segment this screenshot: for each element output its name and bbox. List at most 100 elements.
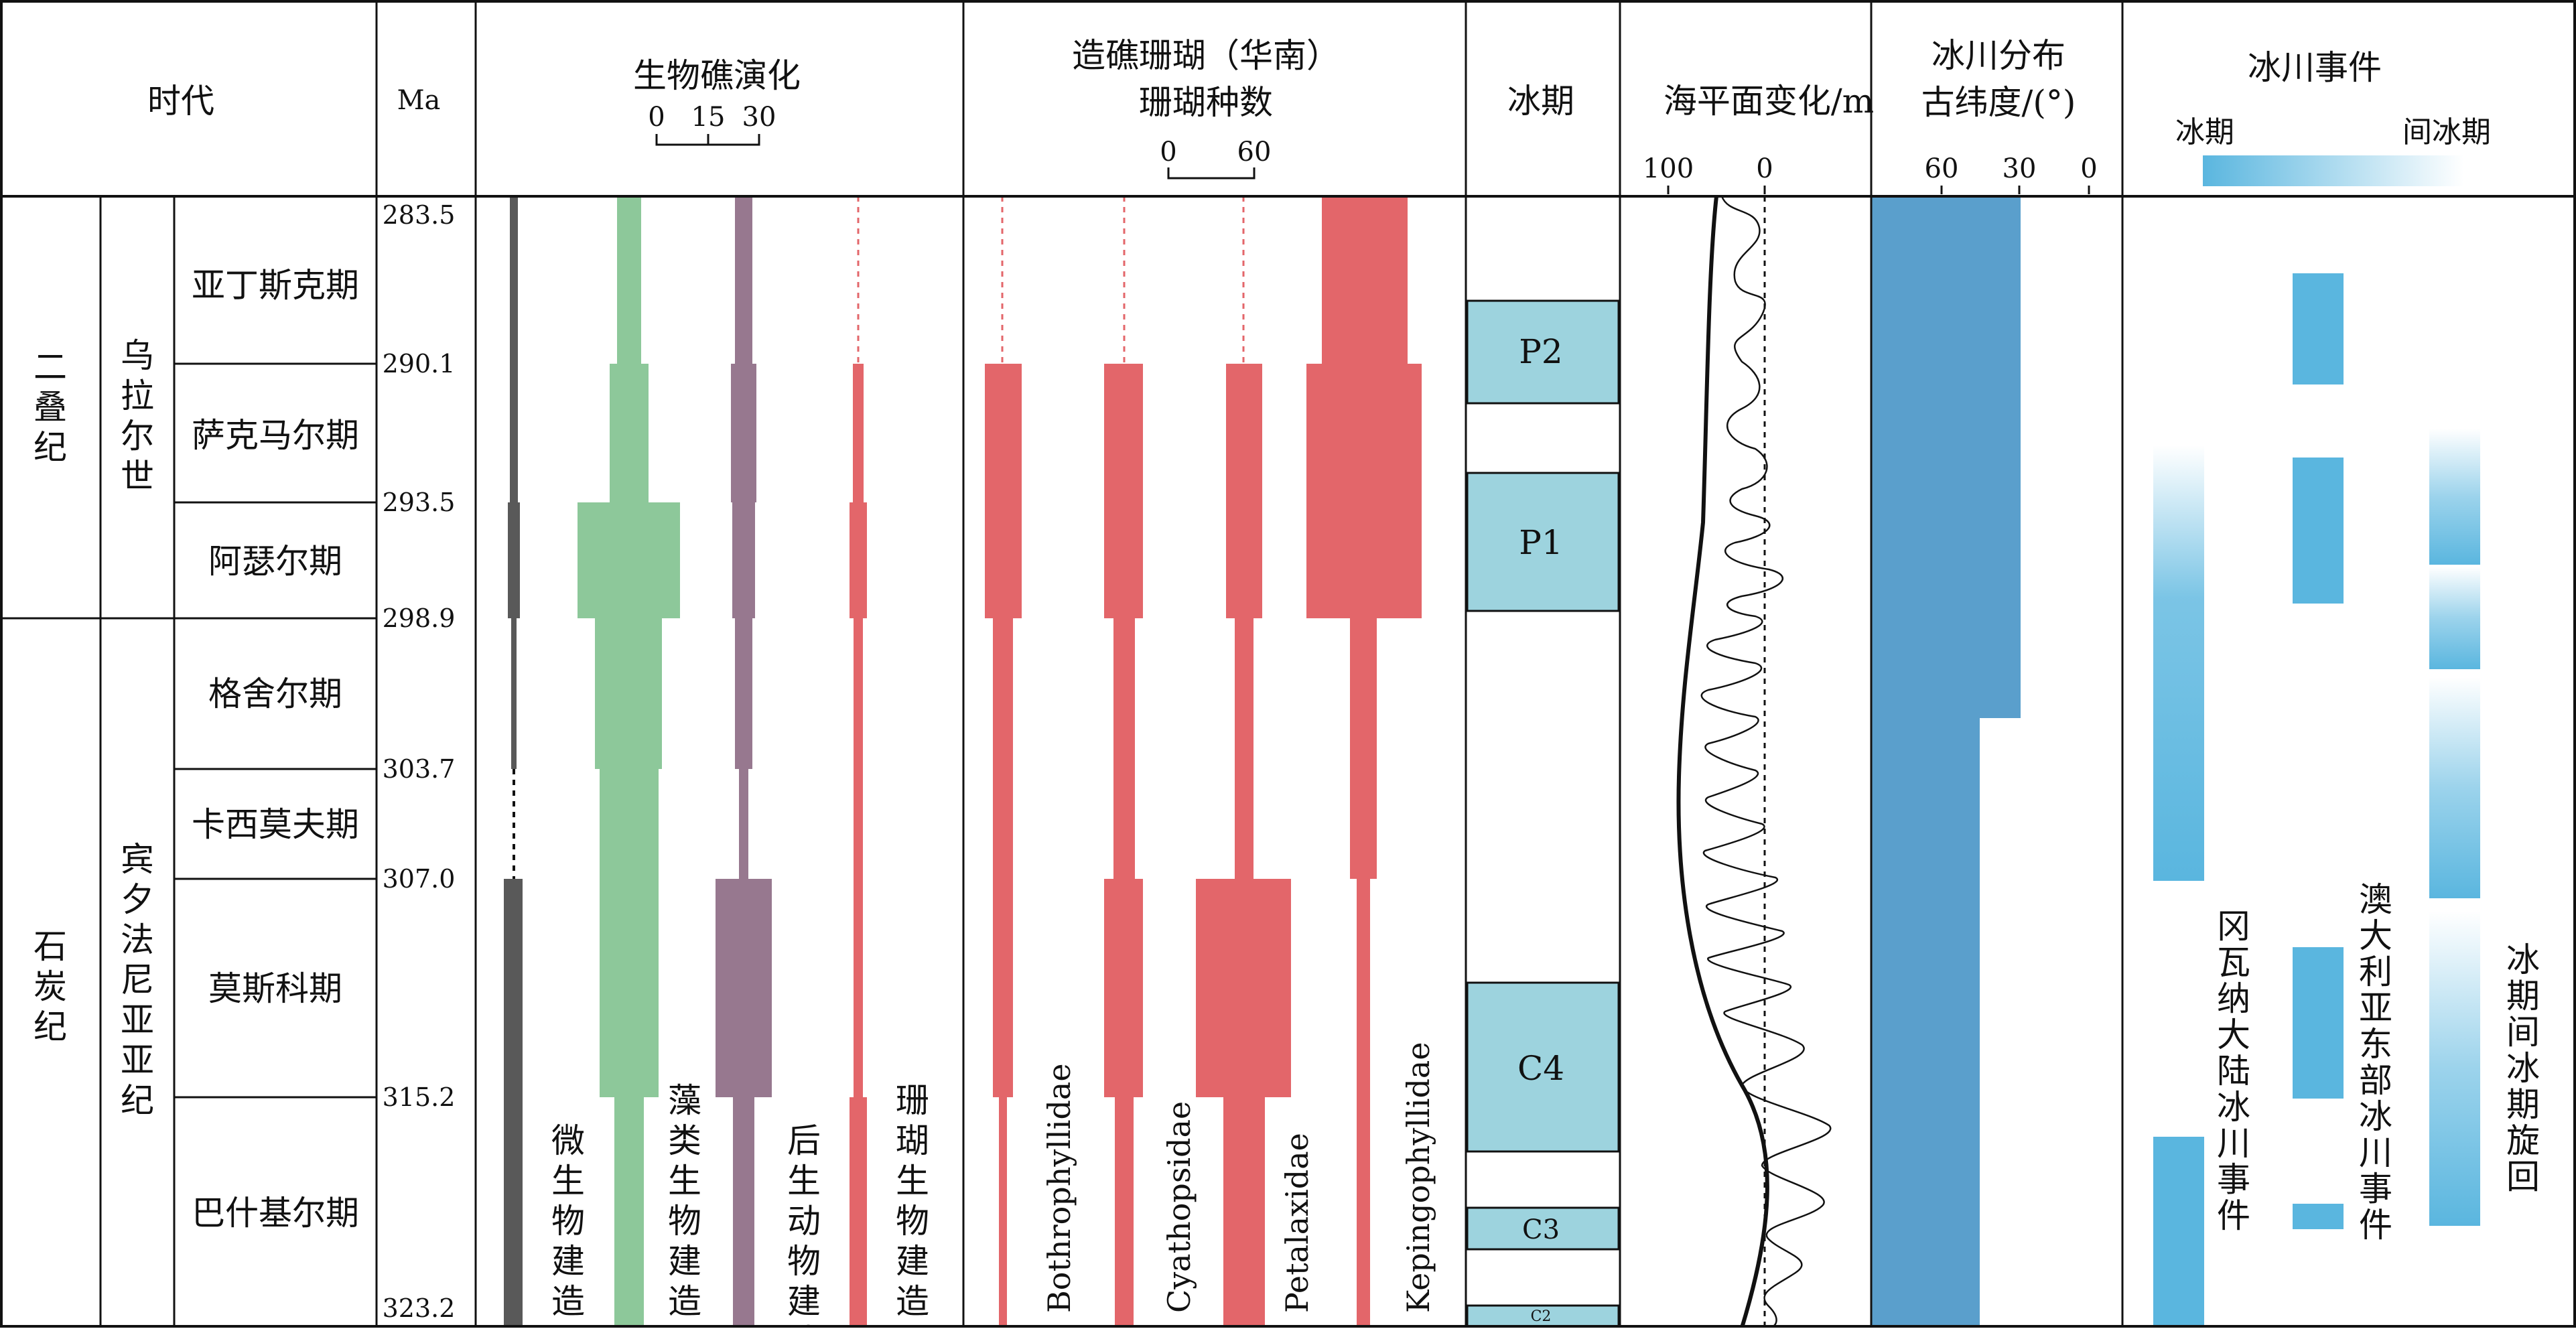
lat-axis-ticks — [1940, 186, 2090, 194]
ma-293-5: 293.5 — [383, 488, 456, 517]
header-glacier-dist: 冰川分布 — [1931, 36, 2065, 75]
coral-tick-60: 60 — [1237, 137, 1272, 167]
metazoan-bar-moscovian — [716, 879, 772, 1097]
label-kepingophyllidae: Kepingophyllidae — [1400, 1042, 1436, 1313]
metazoan-bar-artinskian — [735, 196, 752, 364]
label-glacial-cycle: 冰期间冰期旋回 — [2506, 940, 2540, 1196]
ma-290-1: 290.1 — [383, 349, 456, 378]
ma-298-9: 298.9 — [383, 604, 456, 633]
cyathopsidae-bar-moscovian — [1104, 879, 1143, 1097]
ma-315-2: 315.2 — [383, 1082, 456, 1112]
reef-tick-30: 30 — [742, 102, 776, 133]
sea-level-long-term-curve — [1676, 196, 1769, 1328]
lat-tick-30: 30 — [2003, 153, 2037, 184]
metazoan-bar-sakmarian — [731, 364, 756, 502]
cycle-bar-1 — [2429, 429, 2480, 565]
microbial-bar-thin — [511, 618, 517, 769]
header-era: 时代 — [147, 82, 214, 121]
bothrophyllidae-bar-lower — [999, 1097, 1007, 1328]
sea-tick-100: 100 — [1643, 153, 1694, 184]
petalaxidae-bar-upper — [1226, 364, 1262, 618]
label-gondwana-event: 冈瓦纳大陆冰川事件 — [2217, 907, 2250, 1235]
sea-level-short-term-curve — [1700, 196, 1832, 1329]
glacial-label-c4: C4 — [1517, 1049, 1564, 1088]
lat-tick-0: 0 — [2080, 153, 2097, 184]
stage-asselian: 阿瑟尔期 — [208, 542, 342, 581]
coral-reef-bar-sakmarian — [853, 364, 864, 502]
event-vertical-labels: 冈瓦纳大陆冰川事件 澳大利亚东部冰川事件 冰期间冰期旋回 — [2217, 880, 2540, 1245]
glacial-label-c2: C2 — [1531, 1308, 1552, 1325]
stage-kasimovian: 卡西莫夫期 — [192, 805, 359, 844]
stage-artinskian: 亚丁斯克期 — [192, 266, 359, 305]
australia-event-bar-4 — [2293, 1204, 2344, 1229]
kepingophyllidae-bar-lower — [1357, 879, 1370, 1328]
algal-bar-asselian — [578, 502, 680, 618]
coral-reef-bar-bashkirian — [850, 1097, 867, 1328]
glacial-label-p1: P1 — [1519, 523, 1562, 562]
australia-event-bar-3 — [2293, 947, 2344, 1099]
cycle-bar-3 — [2429, 677, 2480, 898]
label-microbial: 微生物建造 — [551, 1121, 585, 1321]
label-coral-reef: 珊瑚生物建造 — [896, 1081, 929, 1321]
label-metazoan: 后生动物建造 — [787, 1121, 821, 1328]
glacier-lat-bar-upper — [1871, 196, 2021, 718]
sea-axis-ticks — [1667, 186, 1766, 194]
ma-323-2: 323.2 — [383, 1293, 456, 1323]
header-reef: 生物礁演化 — [633, 56, 801, 95]
algal-bar-bashkirian — [614, 1097, 644, 1328]
algal-bar-sakmarian — [610, 364, 649, 502]
epoch-pennsylvanian: 宾夕法尼亚亚纪 — [121, 840, 154, 1120]
reef-scale-bar — [655, 134, 760, 146]
header-sea-level: 海平面变化/m — [1664, 82, 1874, 121]
algal-bar-gzhelian — [595, 618, 662, 769]
stage-sakmarian: 萨克马尔期 — [192, 416, 359, 455]
period-permian: 二叠纪 — [33, 348, 67, 467]
glacial-box-c4 — [1466, 981, 1620, 1153]
stage-bashkirian: 巴什基尔期 — [192, 1194, 359, 1233]
header-events: 冰川事件 — [2248, 48, 2382, 87]
metazoan-bar-asselian — [732, 502, 755, 618]
header-ma: Ma — [397, 85, 441, 116]
cycle-bar-4 — [2429, 911, 2480, 1226]
gondwana-event-bar-lower — [2153, 1137, 2204, 1328]
microbial-bar-lower — [504, 879, 523, 1328]
coral-reef-bar-mid — [854, 618, 863, 1097]
glacial-box-p2 — [1466, 299, 1620, 405]
cyathopsidae-bar-upper — [1104, 364, 1143, 618]
glacial-label-p2: P2 — [1519, 332, 1562, 371]
australia-event-bar-1 — [2293, 273, 2344, 384]
algal-bar-artinskian — [617, 196, 641, 364]
petalaxidae-bar-lower — [1223, 1097, 1265, 1328]
kepingophyllidae-bar-artinskian — [1322, 196, 1408, 364]
header-glacier-lat: 古纬度/(°) — [1921, 83, 2076, 122]
gondwana-event-bar-upper — [2153, 445, 2204, 881]
label-algal: 藻类生物建造 — [668, 1081, 701, 1321]
period-labels: 二叠纪 石炭纪 — [33, 348, 67, 1046]
events-legend-right: 间冰期 — [2402, 115, 2491, 149]
algal-bar-kasimovian-moscovian — [600, 769, 659, 1097]
metazoan-bar-gzhelian — [735, 618, 752, 769]
glacial-box-p1 — [1466, 472, 1620, 612]
sea-tick-0: 0 — [1756, 153, 1773, 184]
header-glacial-stage: 冰期 — [1507, 82, 1574, 121]
glacial-box-c3 — [1466, 1206, 1620, 1251]
kepingophyllidae-bar-sakmarian-asselian — [1306, 364, 1422, 618]
bothrophyllidae-bar-mid — [993, 618, 1013, 1097]
stage-gzhelian: 格舍尔期 — [208, 675, 342, 713]
label-australia-event: 澳大利亚东部冰川事件 — [2359, 880, 2392, 1245]
reef-vertical-labels: 微生物建造 藻类生物建造 后生动物建造 珊瑚生物建造 — [551, 1081, 929, 1331]
cycle-bar-2 — [2429, 567, 2480, 669]
label-bothrophyllidae: Bothrophyllidae — [1041, 1063, 1077, 1313]
glacial-label-c3: C3 — [1522, 1214, 1560, 1245]
petalaxidae-bar-mid — [1235, 618, 1253, 879]
kepingophyllidae-bar-gzhelian-kasimovian — [1350, 618, 1377, 879]
cyathopsidae-bar-mid — [1113, 618, 1135, 879]
lat-tick-60: 60 — [1925, 153, 1959, 184]
coral-tick-0: 0 — [1160, 137, 1176, 167]
header-coral-sub: 珊瑚种数 — [1139, 83, 1273, 122]
period-carboniferous: 石炭纪 — [33, 927, 67, 1046]
events-legend-left: 冰期 — [2175, 115, 2234, 149]
